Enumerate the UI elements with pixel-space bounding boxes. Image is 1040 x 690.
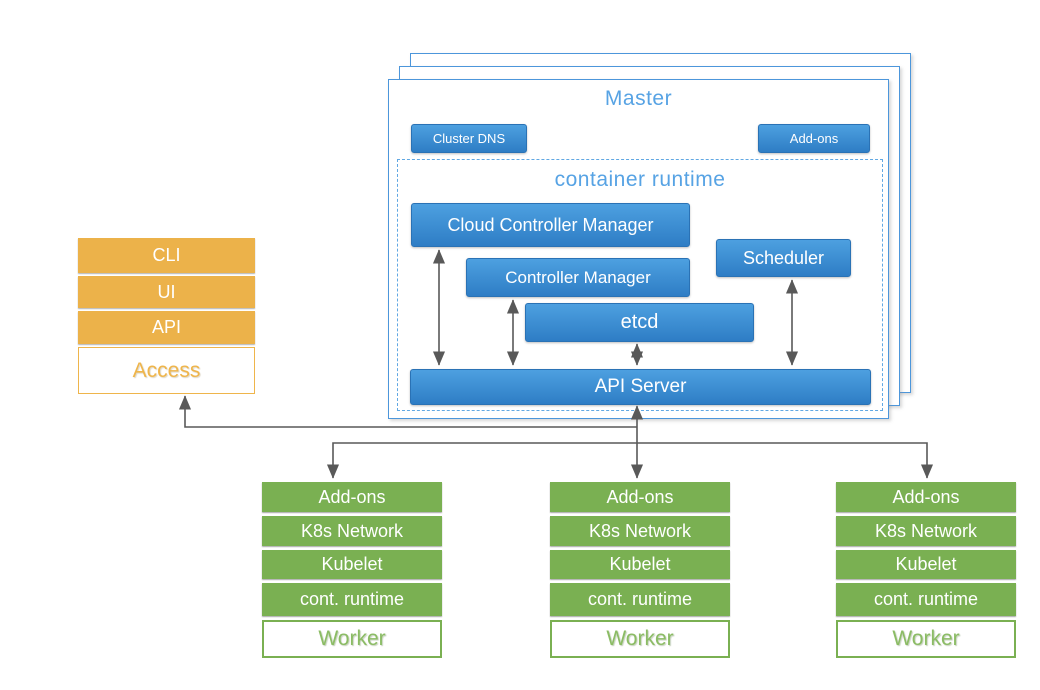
worker1-label-box: Worker	[262, 620, 442, 658]
cluster-dns-box: Cluster DNS	[411, 124, 527, 153]
worker2-kubelet-box: Kubelet	[550, 550, 730, 579]
worker2-label-box: Worker	[550, 620, 730, 658]
container-runtime-title: container runtime	[554, 168, 726, 191]
master-addons-box: Add-ons	[758, 124, 870, 153]
worker-node-3: Add-ons K8s Network Kubelet cont. runtim…	[836, 482, 1016, 658]
worker2-container-runtime-box: cont. runtime	[550, 583, 730, 616]
api-server-box: API Server	[410, 369, 871, 405]
worker3-addons-box: Add-ons	[836, 482, 1016, 512]
controller-manager-box: Controller Manager	[466, 258, 690, 297]
cloud-controller-manager-box: Cloud Controller Manager	[411, 203, 690, 247]
worker-node-2: Add-ons K8s Network Kubelet cont. runtim…	[550, 482, 730, 658]
worker3-container-runtime-box: cont. runtime	[836, 583, 1016, 616]
access-api-box: API	[78, 311, 255, 344]
worker3-k8s-network-box: K8s Network	[836, 516, 1016, 546]
worker2-addons-box: Add-ons	[550, 482, 730, 512]
master-title: Master	[604, 87, 673, 110]
worker1-container-runtime-box: cont. runtime	[262, 583, 442, 616]
scheduler-box: Scheduler	[716, 239, 851, 277]
worker3-label-box: Worker	[836, 620, 1016, 658]
worker3-kubelet-box: Kubelet	[836, 550, 1016, 579]
access-ui-box: UI	[78, 276, 255, 308]
etcd-box: etcd	[525, 303, 754, 342]
arrow-apiserver-worker3	[637, 442, 934, 479]
worker1-addons-box: Add-ons	[262, 482, 442, 512]
worker-node-1: Add-ons K8s Network Kubelet cont. runtim…	[262, 482, 442, 658]
arrow-apiserver-worker1	[326, 442, 637, 479]
access-cli-box: CLI	[78, 238, 255, 273]
worker1-kubelet-box: Kubelet	[262, 550, 442, 579]
worker1-k8s-network-box: K8s Network	[262, 516, 442, 546]
access-label-box: Access	[78, 347, 255, 394]
worker2-k8s-network-box: K8s Network	[550, 516, 730, 546]
